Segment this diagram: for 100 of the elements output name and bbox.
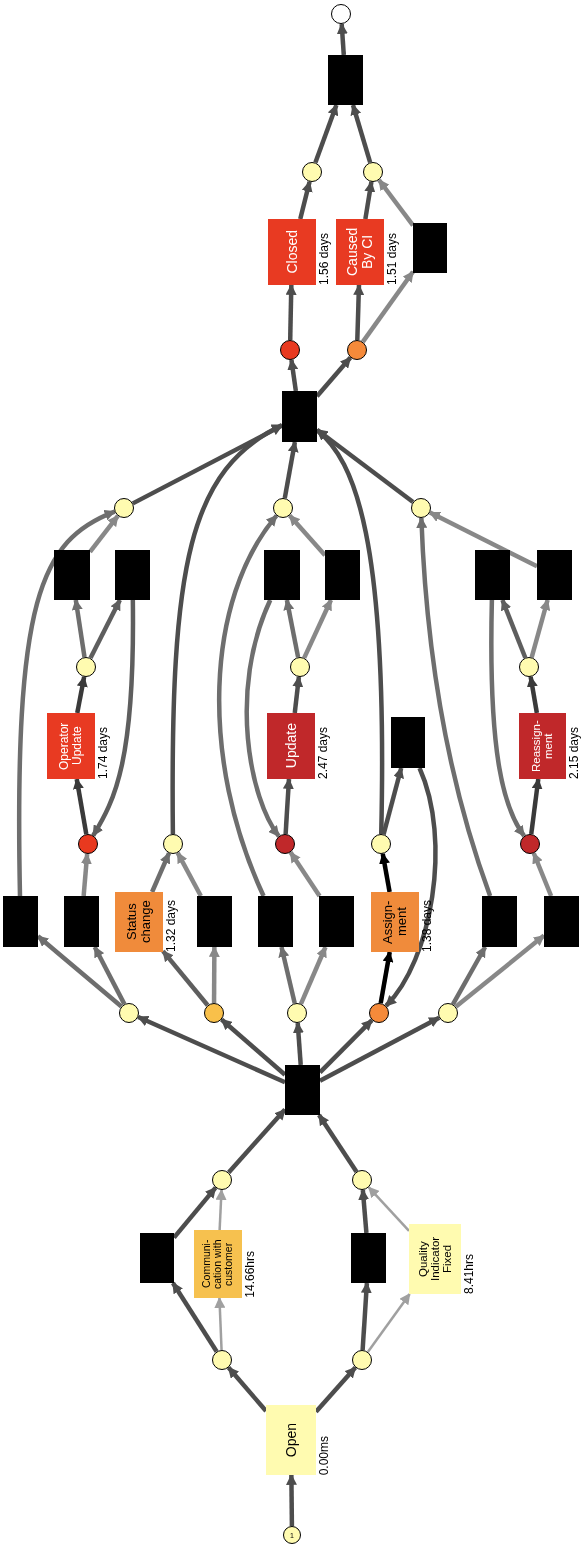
arrow (416, 516, 493, 897)
arrow (361, 270, 415, 344)
activity-box: Update (267, 713, 315, 779)
transition-box (3, 896, 38, 947)
transition-box (285, 1065, 320, 1115)
arrow (353, 283, 365, 341)
arrow (282, 440, 299, 499)
arrow (285, 1473, 297, 1527)
activity-box: Status change (115, 892, 163, 952)
transition-box (325, 550, 360, 600)
arrow (489, 599, 526, 838)
arrow (298, 946, 328, 1005)
duration-label: 1.51 days (386, 232, 398, 285)
transition-box (140, 1233, 174, 1283)
arrow (317, 1113, 359, 1173)
arrow (500, 599, 528, 659)
activity-box: Operator Update (47, 713, 95, 779)
arrow (161, 949, 210, 1007)
duration-label: 1.56 days (318, 232, 330, 285)
arrow (384, 767, 438, 1008)
arrow (377, 178, 415, 227)
duration-label: 14.66hrs (244, 1251, 256, 1298)
arrow (137, 1015, 286, 1085)
transition-box (54, 550, 90, 600)
activity-box: Quality Indicator Fixed (409, 1224, 461, 1294)
transition-box (475, 550, 510, 600)
arrow (454, 933, 546, 1009)
arrow (366, 1293, 411, 1353)
arrow (292, 1021, 304, 1066)
arrow (288, 851, 322, 898)
arrow (450, 945, 488, 1006)
arrow (244, 599, 281, 838)
arrow (313, 103, 339, 164)
activity-box: Communi- cation with customer (194, 1230, 242, 1298)
transition-box (64, 896, 99, 947)
activity-box: Reassign- ment (519, 713, 566, 779)
transition-box (264, 550, 300, 600)
arrow (283, 598, 301, 658)
arrow (73, 777, 89, 835)
arrow (92, 945, 127, 1006)
activity-box: Open (266, 1405, 316, 1475)
transition-box (319, 896, 354, 947)
arrow (217, 514, 279, 897)
arrow (226, 1366, 268, 1413)
transition-box (413, 223, 447, 273)
arrow (529, 598, 551, 658)
arrow (220, 1017, 287, 1077)
transition-box (282, 391, 317, 442)
activity-box: Assign- ment (371, 892, 419, 952)
arrow (350, 103, 373, 164)
activity-box: Closed (268, 219, 316, 285)
arrow (282, 777, 294, 835)
arrow (75, 675, 88, 714)
arrow (287, 358, 299, 392)
arrow (16, 509, 116, 897)
arrow (88, 514, 120, 554)
arrow (287, 514, 327, 557)
arrow (150, 852, 172, 893)
arrow (378, 950, 394, 1004)
arrow (529, 777, 543, 835)
duration-label: 1.32 days (165, 899, 177, 952)
arrow (170, 423, 284, 834)
arrow (526, 675, 540, 714)
arrow (360, 1281, 372, 1351)
duration-label: 2.47 days (317, 726, 329, 779)
arrow (315, 356, 353, 398)
transition-box (197, 896, 232, 947)
arrow (215, 1188, 227, 1231)
arrow (214, 1296, 226, 1351)
arrow (336, 22, 348, 56)
arrow (171, 1281, 219, 1353)
duration-label: 2.15 days (568, 726, 580, 779)
transition-box (537, 550, 572, 600)
arrow (172, 1186, 218, 1240)
arrow (379, 852, 392, 893)
transition-box (482, 896, 517, 947)
duration-label: 8.41hrs (463, 1253, 475, 1294)
transition-box (258, 896, 293, 947)
arrow (91, 600, 136, 837)
transition-box (351, 1233, 386, 1283)
arrow (278, 945, 297, 1004)
transition-box (115, 550, 150, 600)
transition-box (328, 55, 363, 105)
transition-box (544, 896, 579, 947)
arrow (208, 945, 220, 1003)
arrow (80, 852, 92, 897)
arrow (298, 180, 313, 220)
arrow (358, 1188, 370, 1234)
arrow (367, 1186, 410, 1232)
transition-box (391, 717, 425, 768)
arrow (71, 598, 87, 658)
arrow (363, 180, 376, 220)
arrow (302, 599, 333, 659)
arrow (531, 852, 554, 897)
duration-label: 0.00ms (318, 1435, 330, 1475)
arrow (175, 851, 203, 898)
arrow (292, 675, 304, 714)
duration-label: 1.74 days (97, 726, 109, 779)
arrow (227, 1108, 287, 1175)
arrow (381, 766, 404, 835)
